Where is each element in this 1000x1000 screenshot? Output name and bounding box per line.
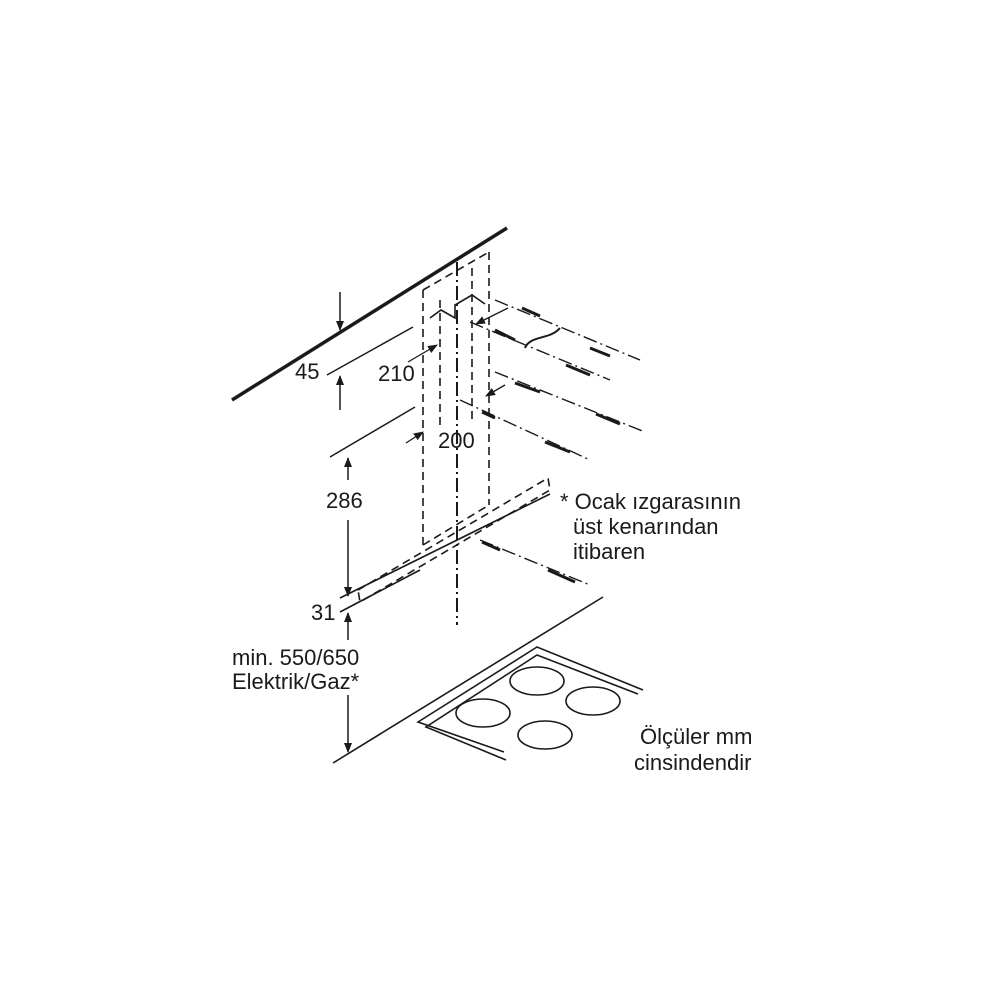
dim-45-label: 45 <box>295 359 319 384</box>
footnote-line2: üst kenarından <box>573 514 719 539</box>
dim-200-arrow <box>405 431 424 444</box>
countertop-line <box>332 596 604 764</box>
dim-210-arrow-right <box>475 307 509 325</box>
dim-210-label: 210 <box>378 361 415 386</box>
dim-31-label: 31 <box>311 600 335 625</box>
dim-286-label: 286 <box>326 488 363 513</box>
burner-icon <box>517 720 573 750</box>
ceiling-line <box>231 226 508 402</box>
wall-bracket <box>429 294 486 320</box>
dim-200-label: 200 <box>438 428 475 453</box>
screw-icons <box>481 306 621 584</box>
footnote-line3: itibaren <box>573 539 645 564</box>
units-note-line2: cinsindendir <box>634 750 751 775</box>
burner-icon <box>509 666 565 696</box>
screw-guides <box>459 299 646 586</box>
dim-200-arrow-right <box>485 384 506 397</box>
fuel-type-label: Elektrik/Gaz* <box>232 669 360 694</box>
footnote-line1: * Ocak ızgarasının <box>560 489 741 514</box>
dim-286-extension <box>329 406 416 458</box>
hood-canopy <box>339 476 551 613</box>
burner-icon <box>565 686 621 716</box>
hook-icon <box>524 327 561 349</box>
dim-210-arrow <box>407 344 438 363</box>
units-note-line1: Ölçüler mm <box>640 724 752 749</box>
burner-icon <box>455 698 511 728</box>
hob <box>416 646 644 761</box>
min-height-label: min. 550/650 <box>232 645 359 670</box>
dim-45-extension <box>326 326 414 376</box>
chimney-outline <box>422 251 490 546</box>
